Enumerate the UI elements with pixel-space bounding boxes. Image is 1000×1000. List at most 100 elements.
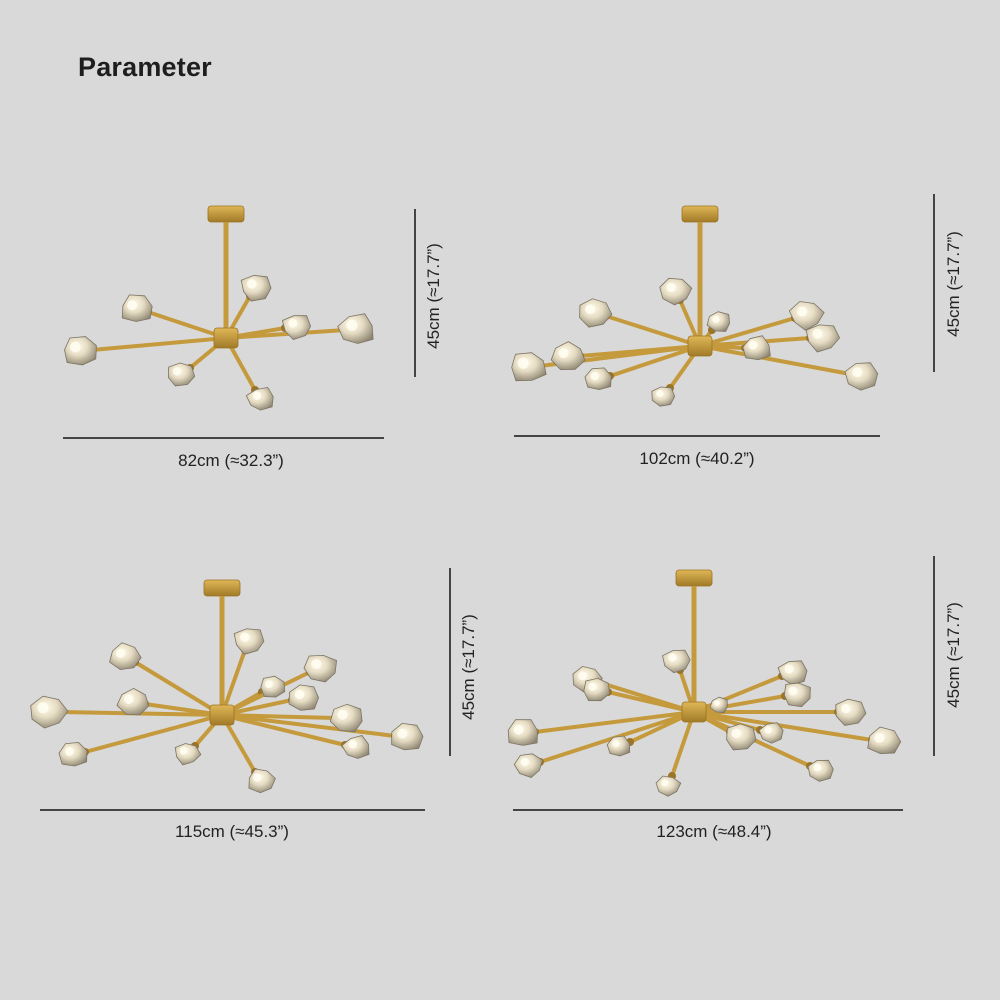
brass-arm bbox=[608, 344, 702, 378]
crystal-highlight bbox=[731, 728, 741, 739]
crystal-highlight bbox=[253, 773, 262, 782]
crystal-highlight bbox=[666, 282, 676, 293]
crystal-highlight bbox=[513, 724, 524, 735]
crystal-highlight bbox=[294, 689, 305, 700]
crystal-highlight bbox=[264, 680, 273, 689]
width-dimension-line bbox=[514, 435, 880, 437]
width-label: 115cm (≈45.3”) bbox=[175, 822, 289, 841]
brass-arm bbox=[533, 710, 696, 734]
brass-arm bbox=[670, 710, 696, 778]
crystal-shade bbox=[167, 362, 196, 387]
down-rod bbox=[691, 586, 697, 704]
brass-arm bbox=[698, 344, 852, 376]
crystal-highlight bbox=[520, 757, 530, 767]
crystal-shade bbox=[233, 628, 265, 655]
crystal-highlight bbox=[784, 664, 794, 674]
height-dimension-line bbox=[933, 194, 935, 372]
brass-arm bbox=[224, 328, 347, 340]
crystal-shade bbox=[109, 642, 142, 671]
center-hub bbox=[687, 335, 713, 357]
brass-arm bbox=[90, 336, 228, 352]
crystal-highlight bbox=[668, 653, 677, 662]
crystal-highlight bbox=[246, 279, 257, 289]
crystal-highlight bbox=[127, 300, 138, 311]
width-label: 123cm (≈48.4”) bbox=[656, 822, 772, 841]
brass-arm bbox=[83, 713, 224, 754]
crystal-shade bbox=[583, 677, 611, 702]
crystal-highlight bbox=[612, 740, 620, 748]
crystal-shade bbox=[651, 386, 676, 407]
crystal-highlight bbox=[812, 328, 823, 339]
brass-arm bbox=[146, 310, 228, 340]
width-dimension-line bbox=[40, 809, 425, 811]
crystal-highlight bbox=[558, 348, 569, 359]
crystal-highlight bbox=[69, 341, 81, 353]
width-label: 82cm (≈32.3”) bbox=[178, 451, 284, 470]
crystal-shade bbox=[867, 726, 902, 755]
brass-arm bbox=[220, 713, 397, 738]
ceiling-canopy bbox=[207, 205, 245, 223]
crystal-highlight bbox=[852, 367, 863, 378]
crystal-highlight bbox=[115, 648, 126, 659]
brass-arm bbox=[578, 344, 702, 358]
crystal-highlight bbox=[714, 700, 720, 707]
ceiling-canopy bbox=[681, 205, 719, 223]
height-label: 45cm (≈17.7”) bbox=[424, 243, 443, 349]
crystal-shade bbox=[655, 775, 682, 797]
width-dimension-line bbox=[63, 437, 384, 439]
brass-arm bbox=[143, 702, 224, 717]
crystal-highlight bbox=[346, 319, 358, 331]
crystal-shade bbox=[726, 723, 757, 751]
crystal-highlight bbox=[348, 740, 358, 749]
down-rod bbox=[219, 596, 225, 707]
height-dimension-line bbox=[933, 556, 935, 756]
crystal-shade bbox=[240, 274, 272, 302]
crystal-highlight bbox=[813, 763, 822, 772]
crystal-highlight bbox=[179, 746, 188, 755]
down-rod bbox=[223, 222, 229, 330]
crystal-shade bbox=[758, 722, 784, 744]
ceiling-canopy bbox=[203, 579, 241, 597]
brass-arm bbox=[604, 314, 702, 348]
crystal-highlight bbox=[588, 682, 597, 691]
down-rod bbox=[697, 222, 703, 338]
crystal-shade bbox=[777, 660, 808, 686]
brass-arm bbox=[220, 648, 247, 717]
brass-arm bbox=[606, 690, 696, 714]
center-hub bbox=[213, 327, 239, 349]
crystal-highlight bbox=[796, 306, 808, 317]
crystal-shade bbox=[835, 698, 867, 726]
crystal-highlight bbox=[656, 389, 664, 398]
crystal-shade bbox=[121, 294, 153, 322]
crystal-shade bbox=[783, 682, 811, 708]
crystal-shade bbox=[30, 695, 69, 729]
crystal-highlight bbox=[239, 632, 250, 642]
center-hub bbox=[681, 701, 707, 723]
crystal-highlight bbox=[661, 779, 669, 787]
width-dimension-line bbox=[513, 809, 903, 811]
crystal-shade bbox=[844, 362, 879, 391]
crystal-shade bbox=[550, 341, 586, 371]
crystal-shade bbox=[507, 719, 538, 746]
crystal-highlight bbox=[874, 732, 885, 743]
crystal-highlight bbox=[64, 746, 74, 756]
crystal-highlight bbox=[712, 315, 720, 324]
chandelier-82cm bbox=[64, 205, 374, 411]
crystal-shade bbox=[659, 277, 693, 306]
crystal-shade bbox=[248, 768, 276, 794]
height-dimension-line bbox=[414, 209, 416, 377]
brass-arm bbox=[692, 674, 784, 714]
crystal-highlight bbox=[578, 671, 588, 681]
crystal-highlight bbox=[585, 304, 596, 315]
crystal-highlight bbox=[840, 703, 851, 714]
crystal-highlight bbox=[590, 371, 600, 381]
crystal-shade bbox=[805, 324, 841, 353]
crystal-shade bbox=[58, 741, 88, 767]
height-label: 45cm (≈17.7”) bbox=[944, 602, 963, 708]
crystal-highlight bbox=[397, 728, 408, 739]
crystal-shade bbox=[807, 759, 834, 782]
width-label: 102cm (≈40.2”) bbox=[639, 449, 755, 468]
crystal-highlight bbox=[517, 357, 529, 369]
crystal-shade bbox=[303, 654, 338, 683]
